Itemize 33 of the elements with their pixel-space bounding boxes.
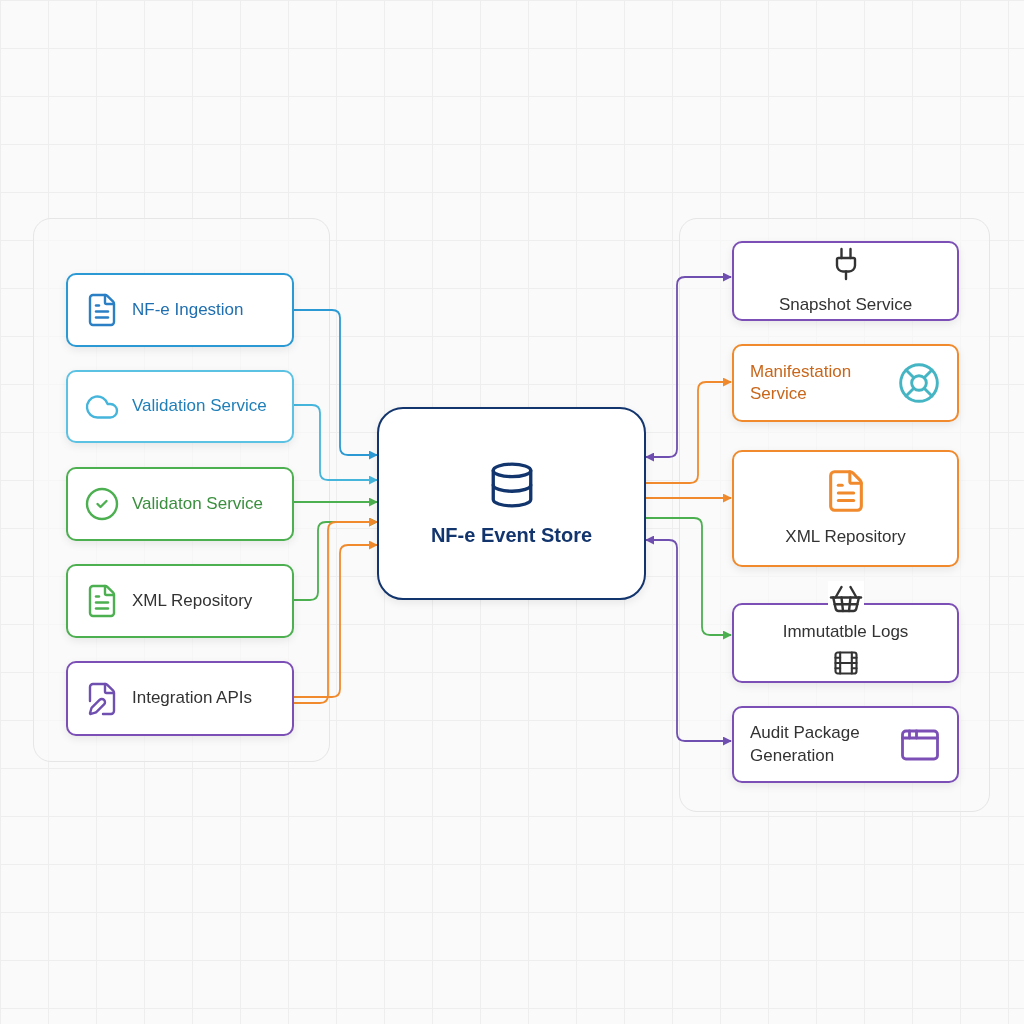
arrow xyxy=(645,493,732,503)
node-label: NF-e Ingestion xyxy=(132,298,244,321)
process-box xyxy=(732,706,959,783)
arrow xyxy=(292,497,378,507)
process-box xyxy=(66,564,294,638)
node-label: Snapshot Service xyxy=(778,293,913,316)
node-label: Immutatble Logs xyxy=(782,620,909,643)
process-box xyxy=(66,370,294,443)
double-arrow xyxy=(645,535,732,746)
node-label: NF-e Event Store xyxy=(430,522,593,548)
node-label: XML Repository xyxy=(785,526,906,549)
group-panel xyxy=(33,218,330,762)
arrow xyxy=(292,540,378,698)
process-box xyxy=(66,661,294,736)
group-panel xyxy=(679,218,990,812)
node-label: Manifestation Service xyxy=(750,360,853,405)
arrow xyxy=(645,377,732,484)
event-store-box xyxy=(377,407,646,600)
node-label: Validation Service xyxy=(132,395,267,418)
arrow xyxy=(292,517,378,704)
process-box xyxy=(66,273,294,347)
arrow xyxy=(292,404,378,485)
arrow xyxy=(292,309,378,460)
node-label: XML Repository xyxy=(132,589,253,612)
process-box xyxy=(732,344,959,422)
process-box xyxy=(66,467,294,541)
process-box xyxy=(732,241,959,321)
arrow xyxy=(645,517,732,640)
process-box xyxy=(732,450,959,567)
node-label: Validaton Service xyxy=(132,492,264,515)
double-arrow xyxy=(645,272,732,462)
node-label: Audit Package Generation xyxy=(750,722,861,767)
node-label: Integration APIs xyxy=(132,687,253,710)
